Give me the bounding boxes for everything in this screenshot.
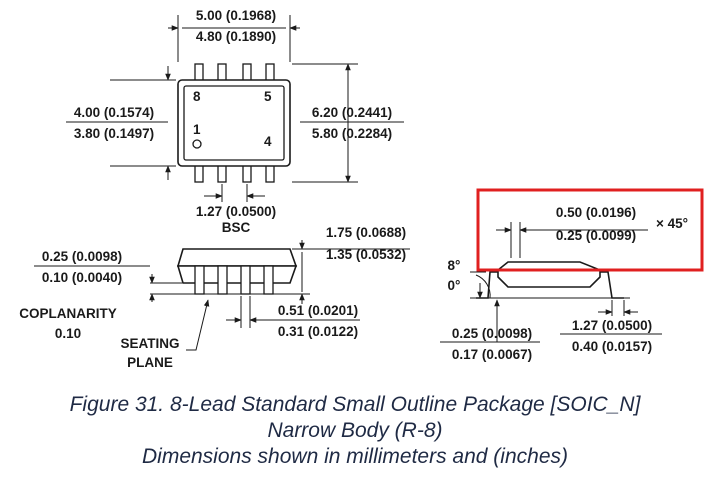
angle-max-label: 8° xyxy=(448,258,461,273)
pin-1-label: 1 xyxy=(193,122,201,137)
pin-5-label: 5 xyxy=(264,89,272,104)
lead-width-max-label: 0.51 (0.0201) xyxy=(278,303,358,318)
side-view xyxy=(34,240,410,351)
lead-thickness-min-label: 0.17 (0.0067) xyxy=(452,347,532,362)
caption-line-2: Narrow Body (R-8) xyxy=(267,419,443,442)
standoff-max-label: 0.25 (0.0098) xyxy=(42,249,122,264)
seating-plane-label-1: SEATING xyxy=(120,336,179,351)
length-max-label: 5.00 (0.1968) xyxy=(196,8,276,23)
end-view xyxy=(440,222,662,343)
figure-caption: Figure 31. 8-Lead Standard Small Outline… xyxy=(0,392,710,470)
overall-width-max-label: 6.20 (0.2441) xyxy=(312,105,392,120)
overall-width-min-label: 5.80 (0.2284) xyxy=(312,126,392,141)
pin-4-label: 4 xyxy=(264,134,272,149)
pitch-label: 1.27 (0.0500) xyxy=(196,204,276,219)
standoff-min-label: 0.10 (0.0040) xyxy=(42,270,122,285)
highlight-box xyxy=(476,188,704,272)
height-max-label: 1.75 (0.0688) xyxy=(326,225,406,240)
body-width-max-label: 4.00 (0.1574) xyxy=(74,105,154,120)
height-min-label: 1.35 (0.0532) xyxy=(326,247,406,262)
chamfer-max-label: 0.50 (0.0196) xyxy=(556,205,636,220)
pitch-note-label: BSC xyxy=(222,220,251,235)
lead-width-min-label: 0.31 (0.0122) xyxy=(278,324,358,339)
coplanarity-label: COPLANARITY xyxy=(19,306,117,321)
angle-min-label: 0° xyxy=(448,278,461,293)
foot-length-max-label: 1.27 (0.0500) xyxy=(572,318,652,333)
caption-line-3: Dimensions shown in millimeters and (inc… xyxy=(142,445,568,468)
body-width-min-label: 3.80 (0.1497) xyxy=(74,126,154,141)
chamfer-angle-label: × 45° xyxy=(656,216,688,231)
chamfer-min-label: 0.25 (0.0099) xyxy=(556,228,636,243)
caption-line-1: Figure 31. 8-Lead Standard Small Outline… xyxy=(69,393,641,416)
seating-plane-label-2: PLANE xyxy=(127,355,173,370)
coplanarity-value: 0.10 xyxy=(55,326,81,341)
lead-thickness-max-label: 0.25 (0.0098) xyxy=(452,326,532,341)
pin-8-label: 8 xyxy=(193,89,201,104)
foot-length-min-label: 0.40 (0.0157) xyxy=(572,339,652,354)
length-min-label: 4.80 (0.1890) xyxy=(196,29,276,44)
top-view xyxy=(66,15,404,202)
